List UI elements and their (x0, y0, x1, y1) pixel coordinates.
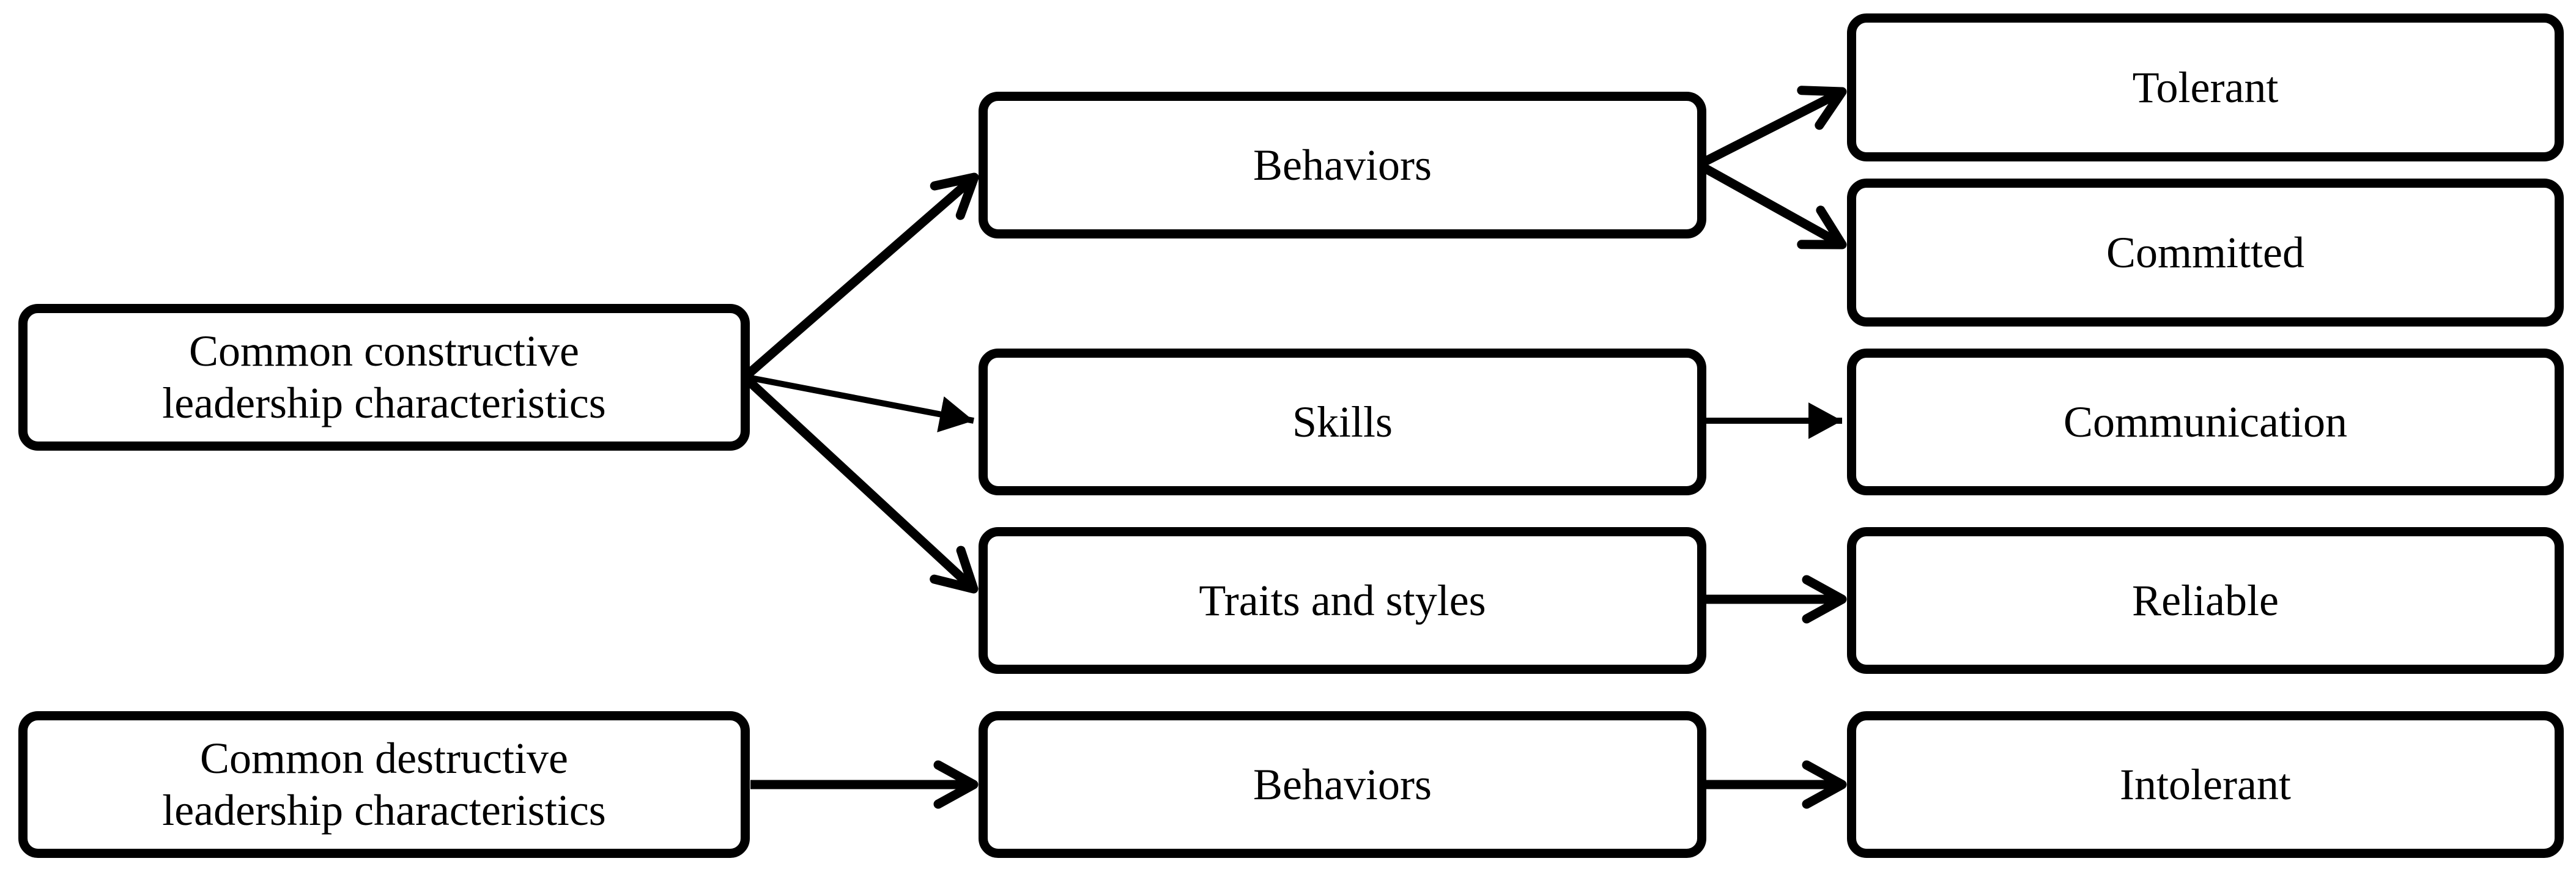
node-label: Intolerant (2120, 759, 2291, 809)
node-traits-and-styles: Traits and styles (979, 527, 1706, 674)
node-intolerant: Intolerant (1847, 711, 2564, 858)
node-label: Committed (2106, 227, 2304, 277)
node-tolerant: Tolerant (1847, 13, 2564, 161)
arrow-constructive-to-traits (744, 376, 979, 594)
node-skills: Skills (979, 349, 1706, 495)
node-label: Behaviors (1253, 759, 1432, 809)
node-behaviors-destructive: Behaviors (979, 711, 1706, 858)
node-communication: Communication (1847, 349, 2564, 495)
arrow-behaviors-to-tolerant (1700, 86, 1847, 167)
node-label: Communication (2063, 397, 2347, 446)
node-label: Reliable (2132, 575, 2279, 625)
node-label: Traits and styles (1199, 575, 1486, 625)
arrow-behaviors-to-committed (1700, 163, 1847, 249)
node-label: Skills (1292, 397, 1393, 446)
node-behaviors-constructive: Behaviors (979, 92, 1706, 238)
node-label: Common destructive leadership characteri… (162, 734, 606, 835)
node-common-constructive-leadership-characteristics: Common constructive leadership character… (18, 304, 750, 451)
arrow-constructive-to-behaviors (744, 172, 979, 379)
node-committed: Committed (1847, 179, 2564, 327)
arrow-constructive-to-skills (747, 374, 974, 433)
node-label: Tolerant (2132, 62, 2279, 112)
node-label: Common constructive leadership character… (162, 327, 606, 427)
node-common-destructive-leadership-characteristics: Common destructive leadership characteri… (18, 711, 750, 858)
node-label: Behaviors (1253, 140, 1432, 190)
node-reliable: Reliable (1847, 527, 2564, 674)
